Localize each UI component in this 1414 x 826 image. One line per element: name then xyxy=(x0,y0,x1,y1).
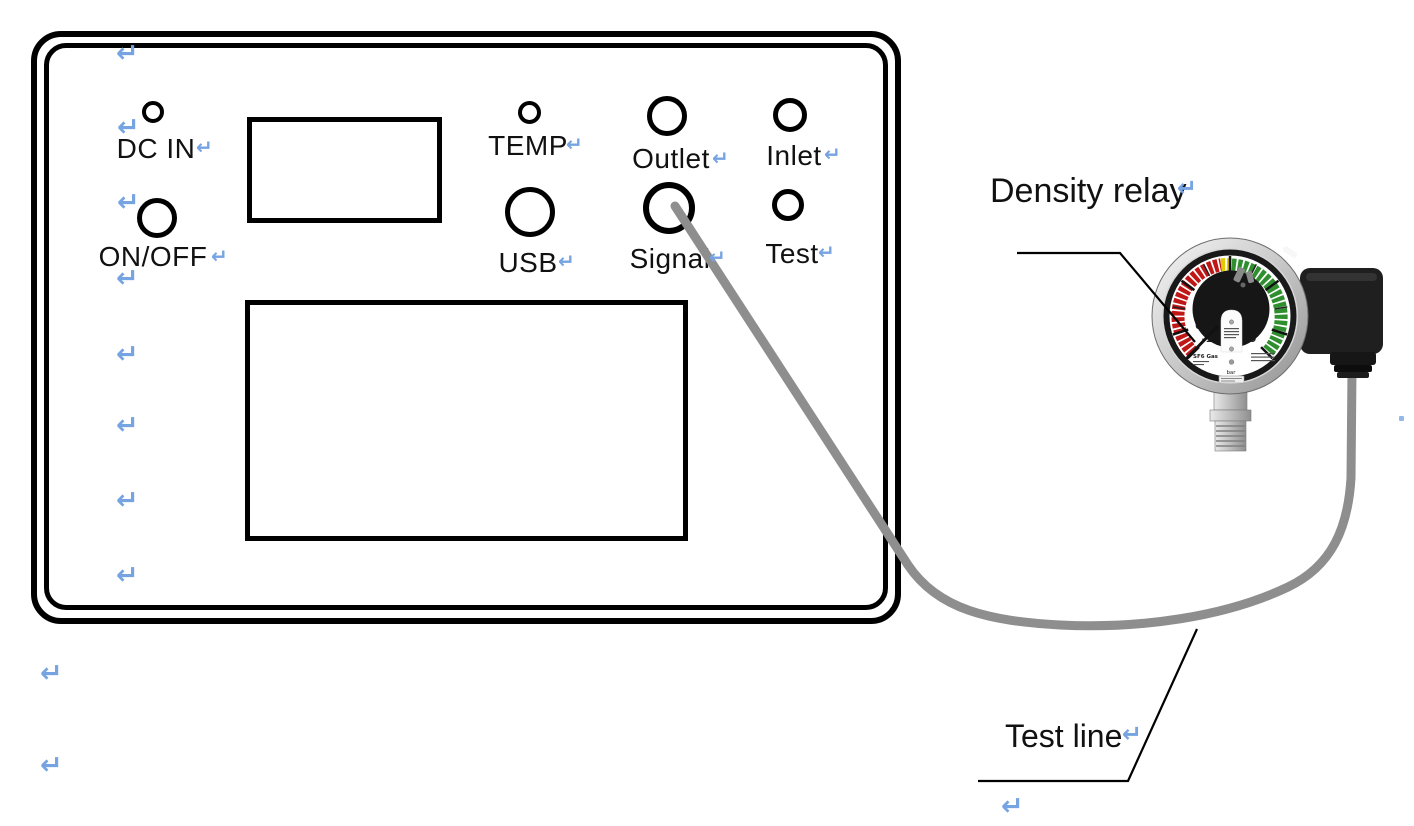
unit-label: bar xyxy=(1226,370,1236,376)
plate-fine-print xyxy=(1224,328,1239,339)
gauge-zone-green xyxy=(1231,258,1288,358)
svg-text:6: 6 xyxy=(1254,292,1261,303)
gauge-major-ticks xyxy=(1172,256,1288,360)
svg-text:8: 8 xyxy=(1259,321,1266,332)
return-mark: ↵ xyxy=(116,560,139,591)
density-relay-gauge: -1 0 2 4 6 8 9 SF6 Gas xyxy=(1151,237,1383,452)
gas-type-label: SF6 Gas xyxy=(1193,354,1219,360)
on-off-button xyxy=(137,198,177,238)
right-fine-print xyxy=(1251,353,1275,362)
gauge-bezel xyxy=(1151,237,1309,395)
plate-screw-top xyxy=(1229,319,1234,325)
plate-screw-bottom xyxy=(1229,346,1234,352)
test-port xyxy=(772,189,804,221)
return-mark: ↵ xyxy=(116,38,139,69)
gauge-stem xyxy=(1209,391,1252,452)
gauge-bezel-lip xyxy=(1162,248,1298,384)
dc-in-label: DC IN xyxy=(116,133,196,164)
return-mark: ↵ xyxy=(40,658,63,689)
inlet-label: Inlet xyxy=(766,140,822,171)
gauge-dial-face xyxy=(1163,249,1297,383)
return-mark: ↵ xyxy=(1177,174,1198,202)
return-mark: ↵ xyxy=(116,263,139,294)
stray-format-dot xyxy=(1399,416,1404,421)
gauge-minor-ticks xyxy=(1172,263,1288,310)
svg-text:-1: -1 xyxy=(1202,334,1213,345)
return-mark: ↵ xyxy=(1122,720,1143,748)
return-mark: ↵ xyxy=(40,750,63,781)
density-relay-leader-line xyxy=(1017,251,1196,343)
return-mark: ↵ xyxy=(566,132,583,156)
center-plate xyxy=(1220,309,1243,353)
test-line-label: Test line xyxy=(1005,718,1123,754)
return-mark: ↵ xyxy=(116,339,139,370)
main-display-window xyxy=(245,300,688,541)
usb-port xyxy=(505,187,555,237)
return-mark: ↵ xyxy=(117,112,140,143)
usb-label: USB xyxy=(498,247,558,278)
gauge-zone-red xyxy=(1171,258,1223,358)
return-mark: ↵ xyxy=(211,244,228,268)
return-mark: ↵ xyxy=(116,485,139,516)
gauge-needle xyxy=(1185,325,1219,360)
return-mark: ↵ xyxy=(709,245,726,269)
return-mark: ↵ xyxy=(117,187,140,218)
test-line-leader-line xyxy=(978,628,1199,783)
return-mark: ↵ xyxy=(818,240,835,264)
svg-text:9: 9 xyxy=(1250,334,1257,345)
bezel-highlight xyxy=(1282,246,1298,258)
temp-port xyxy=(518,101,541,124)
svg-text:2: 2 xyxy=(1200,292,1207,303)
return-mark: ↵ xyxy=(712,146,729,170)
dial-screw xyxy=(1228,359,1235,365)
small-display-window xyxy=(247,117,442,223)
test-label: Test xyxy=(765,238,819,269)
return-mark: ↵ xyxy=(116,410,139,441)
signal-port xyxy=(643,182,695,234)
inlet-port xyxy=(773,98,807,132)
density-relay-label: Density relay xyxy=(990,172,1187,210)
return-mark: ↵ xyxy=(824,142,841,166)
gauge-dial-numbers: -1 0 2 4 6 8 9 xyxy=(1195,278,1266,345)
din-connector xyxy=(1300,268,1383,378)
outlet-port xyxy=(647,96,687,136)
svg-text:0: 0 xyxy=(1195,321,1202,332)
left-fine-print xyxy=(1193,361,1209,366)
maker-plate-print xyxy=(1221,378,1242,382)
temp-label: TEMP xyxy=(488,130,568,161)
outlet-label: Outlet xyxy=(632,143,710,174)
maker-plate xyxy=(1218,375,1245,384)
return-mark: ↵ xyxy=(196,135,213,159)
signal-label: Signal xyxy=(629,243,711,274)
svg-text:4: 4 xyxy=(1227,278,1234,289)
return-mark: ↵ xyxy=(558,249,575,273)
return-mark: ↵ xyxy=(1001,791,1024,822)
dc-in-port xyxy=(142,101,164,123)
contact-parts xyxy=(1233,267,1255,288)
gauge-mechanism-window xyxy=(1192,270,1270,348)
on-off-label: ON/OFF xyxy=(98,241,208,272)
